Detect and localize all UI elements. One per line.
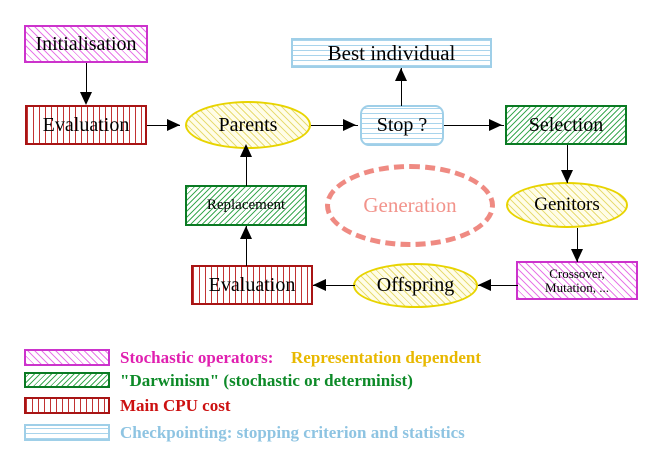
node-generation: Generation	[325, 164, 495, 247]
arrowhead-stop-to-selection	[489, 119, 502, 131]
node-crossover-mutation-label: Crossover, Mutation, ...	[545, 265, 609, 295]
node-replacement: Replacement	[185, 185, 307, 226]
node-selection-label: Selection	[528, 113, 604, 136]
node-genitors: Genitors	[506, 182, 628, 228]
node-best-individual-label: Best individual	[327, 40, 456, 65]
arrowhead-evaluation-to-replacement	[240, 226, 252, 239]
edge-crossover-to-offspring	[478, 285, 518, 286]
arrowhead-replacement-to-parents	[240, 144, 252, 157]
node-genitors-label: Genitors	[534, 194, 600, 216]
node-evaluation-bottom: Evaluation	[191, 265, 313, 305]
legend-label-checkpointing: Checkpointing: stopping criterion and st…	[120, 423, 465, 442]
edge-genitors-to-crossover	[577, 228, 578, 262]
edge-offspring-to-evaluation	[313, 285, 355, 286]
legend-swatch-stochastic-operators	[24, 349, 110, 366]
arrowhead-genitors-to-crossover	[571, 249, 583, 262]
legend-label-darwinism: "Darwinism" (stochastic or determinist)	[120, 371, 413, 390]
node-evaluation-top: Evaluation	[25, 105, 147, 145]
node-selection: Selection	[505, 105, 627, 145]
arrowhead-crossover-to-offspring	[478, 279, 491, 291]
arrowhead-evaluation-to-parents	[167, 119, 180, 131]
edge-stop-to-selection	[444, 125, 504, 126]
node-stop-label: Stop ?	[376, 114, 428, 136]
arrowhead-selection-to-genitors	[561, 170, 573, 183]
node-initialisation: Initialisation	[24, 25, 148, 63]
node-offspring: Offspring	[353, 263, 478, 308]
node-evaluation-bottom-label: Evaluation	[208, 273, 296, 296]
edge-evaluation-to-replacement	[246, 226, 247, 266]
arrowhead-offspring-to-evaluation	[313, 279, 326, 291]
node-offspring-label: Offspring	[376, 274, 455, 296]
node-stop: Stop ?	[360, 105, 444, 146]
legend-label-representation-dependent: Representation dependent	[291, 348, 481, 367]
node-best-individual: Best individual	[291, 38, 492, 68]
legend-label-main-cpu-cost: Main CPU cost	[120, 396, 231, 415]
arrowhead-stop-to-best-individual	[395, 68, 407, 81]
legend-swatch-checkpointing	[24, 424, 110, 441]
edge-replacement-to-parents	[246, 146, 247, 186]
node-evaluation-top-label: Evaluation	[42, 113, 130, 136]
edge-parents-to-stop	[311, 125, 358, 126]
legend-swatch-darwinism	[24, 372, 110, 388]
edge-initialisation-to-evaluation	[86, 63, 87, 95]
edge-selection-to-genitors	[567, 145, 568, 183]
legend-swatch-main-cpu-cost	[24, 397, 110, 414]
node-parents-label: Parents	[218, 113, 278, 136]
node-generation-label: Generation	[363, 193, 457, 217]
node-initialisation-label: Initialisation	[35, 32, 137, 55]
node-parents: Parents	[185, 101, 311, 149]
arrowhead-initialisation-to-evaluation	[80, 92, 92, 105]
arrowhead-parents-to-stop	[343, 119, 356, 131]
edge-stop-to-best-individual	[401, 68, 402, 106]
node-crossover-mutation: Crossover, Mutation, ...	[516, 261, 638, 300]
edge-evaluation-to-parents	[147, 125, 180, 126]
legend-label-stochastic-operators: Stochastic operators:	[120, 348, 274, 367]
node-replacement-label: Replacement	[206, 196, 286, 213]
